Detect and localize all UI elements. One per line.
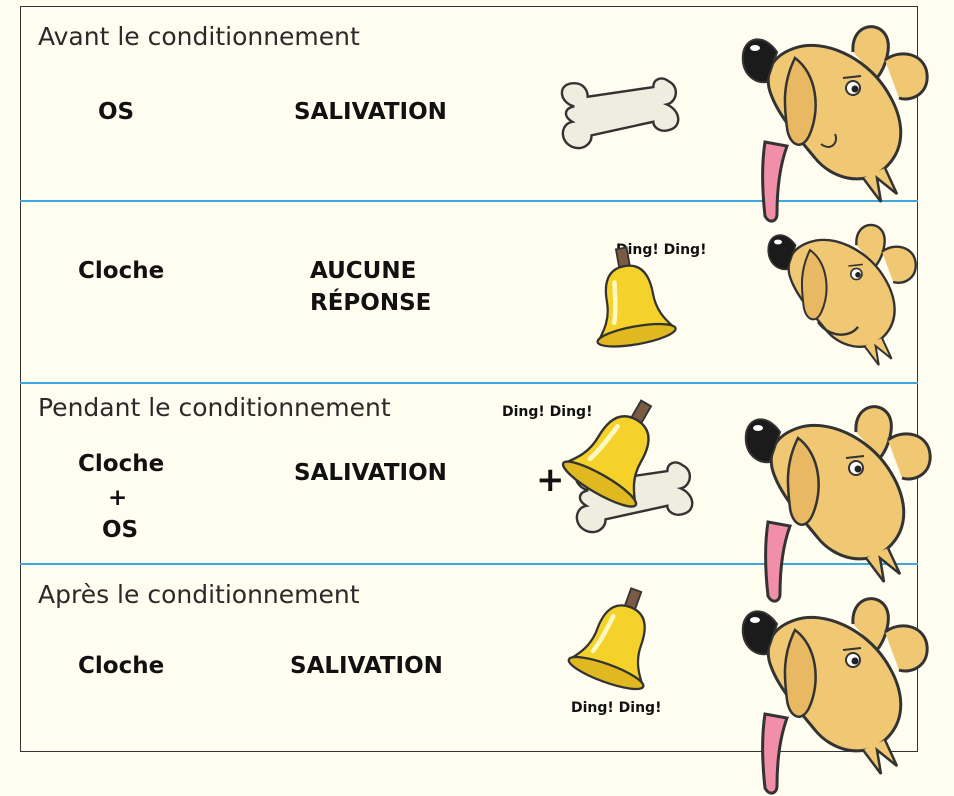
divider-2 (20, 382, 918, 384)
ding-text-3: Ding! Ding! (571, 700, 661, 716)
stimulus-bell-before: Cloche (78, 255, 164, 287)
stimulus-plus-sign: + (108, 482, 127, 514)
stimulus-bone-during: OS (102, 514, 138, 546)
response-salivation-during: SALIVATION (294, 457, 447, 489)
response-salivation-after: SALIVATION (290, 650, 443, 682)
section-label-before: Avant le conditionnement (38, 22, 360, 51)
response-none-line2: RÉPONSE (310, 287, 431, 319)
response-salivation-before: SALIVATION (294, 96, 447, 128)
dog-neutral (742, 218, 942, 378)
ding-text-2: Ding! Ding! (502, 404, 592, 420)
stimulus-bone: OS (98, 96, 134, 128)
bone-illustration-1 (553, 76, 688, 156)
stimulus-bell-after: Cloche (78, 650, 164, 682)
stimulus-bell-during: Cloche (78, 448, 164, 480)
dog-salivating-3 (735, 590, 935, 790)
section-label-during: Pendant le conditionnement (38, 393, 391, 422)
dog-salivating-2 (738, 398, 938, 598)
section-label-after: Après le conditionnement (38, 580, 360, 609)
response-none-line1: AUCUNE (310, 255, 416, 287)
dog-salivating-1 (735, 18, 935, 218)
